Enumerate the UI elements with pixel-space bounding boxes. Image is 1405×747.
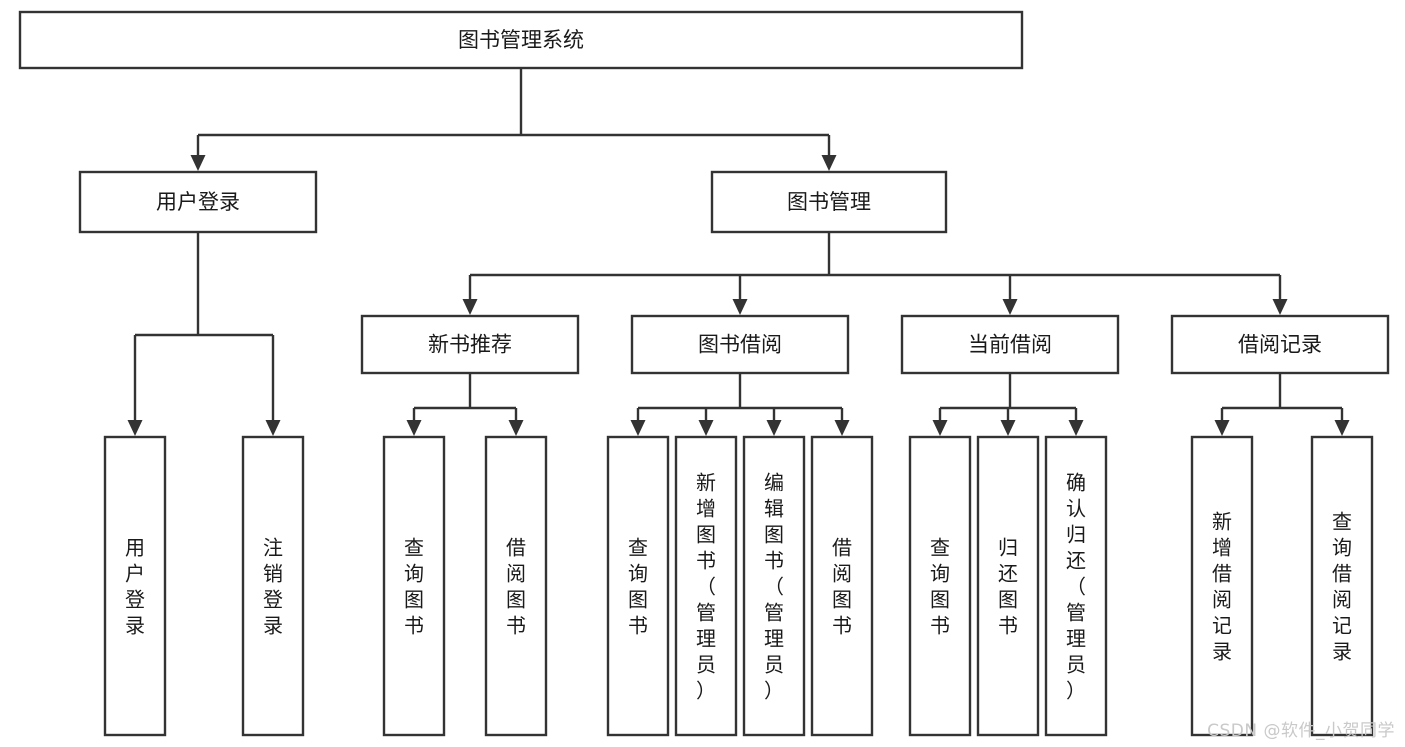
leaf-node-box[interactable] [1190,435,1254,737]
arrow-head-icon [932,420,948,436]
level1-node-label: 图书管理 [787,190,871,214]
leaf-node-4[interactable]: 查询图书 [606,435,670,737]
level2-node-box[interactable] [1170,314,1390,375]
level2-node-label: 当前借阅 [968,333,1052,357]
leaf-node-7[interactable]: 借阅图书 [810,435,874,737]
leaf-node-label: 查询图书 [628,535,648,637]
arrow-head-icon [732,299,748,315]
leaf-node-box[interactable] [908,435,972,737]
leaf-node-label: 新增图书（管理员） [696,470,716,702]
root-node-label: 图书管理系统 [458,28,584,52]
leaf-node-box[interactable] [484,435,548,737]
level2-node-2[interactable]: 当前借阅 [900,314,1120,375]
arrow-head-icon [834,420,850,436]
arrow-head-icon [1272,299,1288,315]
leaf-node-label: 新增借阅记录 [1212,509,1232,663]
arrow-head-icon [1068,420,1084,436]
level2-node-box[interactable] [630,314,850,375]
leaf-node-label: 借阅图书 [832,535,852,637]
connector-layer [127,68,1350,436]
leaf-node-box[interactable] [1310,435,1374,737]
leaf-node-box[interactable] [810,435,874,737]
level1-node-1[interactable]: 图书管理 [710,170,948,234]
level2-node-label: 新书推荐 [428,333,512,357]
arrow-head-icon [766,420,782,436]
leaf-node-label: 编辑图书（管理员） [764,470,784,702]
leaf-node-3[interactable]: 借阅图书 [484,435,548,737]
leaf-node-label: 确认归还（管理员） [1066,470,1086,702]
leaf-node-box[interactable] [241,435,305,737]
arrow-head-icon [821,155,837,171]
arrow-head-icon [1214,420,1230,436]
arrow-head-icon [1000,420,1016,436]
level2-node-label: 图书借阅 [698,333,782,357]
node-layer: 图书管理系统用户登录图书管理新书推荐图书借阅当前借阅借阅记录用户登录注销登录查询… [18,10,1390,737]
leaf-node-box[interactable] [606,435,670,737]
leaf-node-box[interactable] [976,435,1040,737]
leaf-node-11[interactable]: 新增借阅记录 [1190,435,1254,737]
root-node-box[interactable] [18,10,1024,70]
leaf-node-5[interactable]: 新增图书（管理员） [674,435,738,737]
arrow-head-icon [190,155,206,171]
level1-node-label: 用户登录 [156,190,240,214]
connector-group [406,373,524,436]
arrow-head-icon [127,420,143,436]
arrow-head-icon [698,420,714,436]
leaf-node-10[interactable]: 确认归还（管理员） [1044,435,1108,737]
leaf-node-label: 查询图书 [930,535,950,637]
leaf-node-2[interactable]: 查询图书 [382,435,446,737]
level2-node-box[interactable] [900,314,1120,375]
connector-group [127,232,281,436]
leaf-node-label: 查询借阅记录 [1332,509,1352,663]
level2-node-0[interactable]: 新书推荐 [360,314,580,375]
arrow-head-icon [508,420,524,436]
leaf-node-label: 归还图书 [998,535,1018,637]
level2-node-1[interactable]: 图书借阅 [630,314,850,375]
leaf-node-box[interactable] [674,435,738,737]
arrow-head-icon [265,420,281,436]
level2-node-3[interactable]: 借阅记录 [1170,314,1390,375]
level2-node-box[interactable] [360,314,580,375]
leaf-node-box[interactable] [1044,435,1108,737]
root-node-0[interactable]: 图书管理系统 [18,10,1024,70]
leaf-node-box[interactable] [103,435,167,737]
leaf-node-box[interactable] [382,435,446,737]
leaf-node-8[interactable]: 查询图书 [908,435,972,737]
leaf-node-0[interactable]: 用户登录 [103,435,167,737]
leaf-node-6[interactable]: 编辑图书（管理员） [742,435,806,737]
leaf-node-12[interactable]: 查询借阅记录 [1310,435,1374,737]
leaf-node-label: 注销登录 [263,535,283,637]
connector-group [190,68,837,171]
leaf-node-1[interactable]: 注销登录 [241,435,305,737]
level1-node-box[interactable] [710,170,948,234]
leaf-node-9[interactable]: 归还图书 [976,435,1040,737]
connector-group [932,373,1084,436]
arrow-head-icon [1002,299,1018,315]
leaf-node-label: 用户登录 [125,535,145,637]
leaf-node-label: 查询图书 [404,535,424,637]
arrow-head-icon [1334,420,1350,436]
leaf-node-box[interactable] [742,435,806,737]
arrow-head-icon [630,420,646,436]
connector-group [1214,373,1350,436]
level1-node-box[interactable] [78,170,318,234]
leaf-node-label: 借阅图书 [506,535,526,637]
level2-node-label: 借阅记录 [1238,333,1322,357]
arrow-head-icon [462,299,478,315]
connector-group [630,373,850,436]
arrow-head-icon [406,420,422,436]
connector-group [462,232,1288,315]
level1-node-0[interactable]: 用户登录 [78,170,318,234]
